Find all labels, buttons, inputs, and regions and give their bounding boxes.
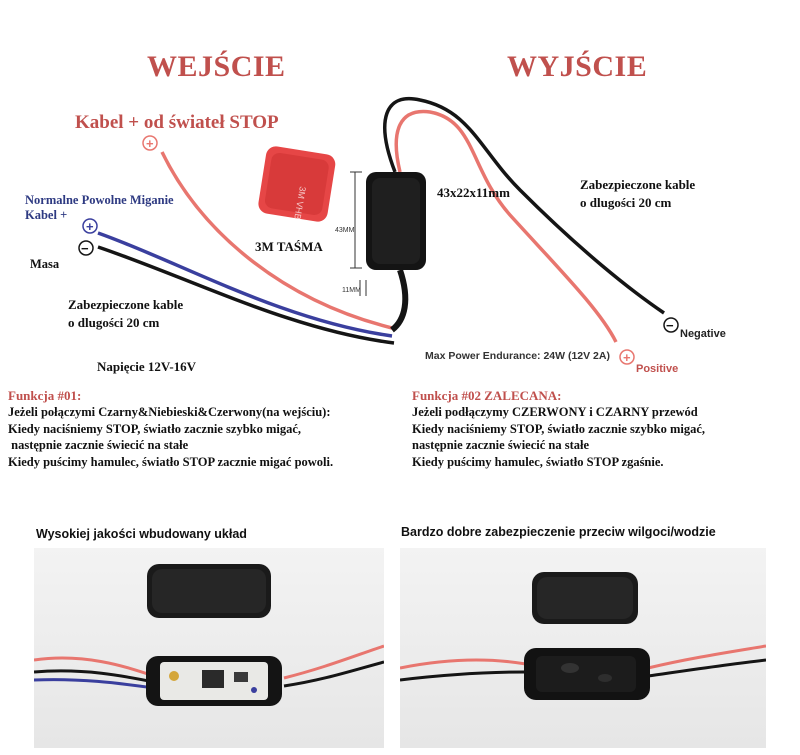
circuit-photo-illustration	[34, 564, 384, 706]
input-title: WEJŚCIE	[147, 50, 286, 83]
input-bundle	[390, 269, 409, 333]
function1-block: Funkcja #01: Jeżeli połączymi Czarny&Nie…	[8, 388, 333, 470]
left-photo-caption: Wysokiej jakości wbudowany układ	[36, 527, 247, 541]
max-power-label: Max Power Endurance: 24W (12V 2A)	[425, 350, 610, 362]
positive-plus-icon: +	[619, 349, 635, 365]
slow-blink-plus-icon: +	[82, 218, 98, 234]
input-secured-line2: o dlugości 20 cm	[68, 315, 160, 330]
negative-minus-icon: −	[663, 317, 679, 333]
right-photo-caption: Bardzo dobre zabezpieczenie przeciw wilg…	[401, 525, 716, 539]
stop-plus-icon: +	[142, 135, 158, 151]
slow-blink-line1: Normalne Powolne Miganie	[25, 193, 174, 207]
positive-label: Positive	[636, 363, 679, 375]
function2-line: następnie zacznie świecić na stałe	[412, 438, 590, 452]
tape-label: 3M TAŚMA	[255, 239, 323, 254]
svg-text:+: +	[86, 219, 94, 234]
output-red-wire	[394, 109, 618, 343]
height-dimension: 43MM	[335, 227, 355, 234]
function2-line: Jeżeli podłączymy CZERWONY i CZARNY prze…	[412, 405, 698, 419]
voltage-label: Napięcie 12V-16V	[97, 359, 197, 374]
input-black-wire	[97, 245, 395, 345]
input-red-wire	[160, 151, 393, 330]
svg-text:−: −	[666, 318, 674, 333]
svg-text:−: −	[81, 241, 89, 256]
slow-blink-label: Normalne Powolne Miganie Kabel +	[25, 193, 174, 223]
negative-label: Negative	[680, 328, 726, 340]
stop-cable-label: Kabel + od świateł STOP	[75, 112, 279, 133]
tape-pad	[258, 146, 336, 222]
output-secured-label: Zabezpieczone kable o dlugości 20 cm	[580, 176, 695, 212]
input-secured-label: Zabezpieczone kable o dlugości 20 cm	[68, 296, 183, 332]
function1-line: następnie zacznie świecić na stałe	[8, 438, 189, 452]
output-secured-line1: Zabezpieczone kable	[580, 177, 696, 192]
function2-line: Kiedy puścimy hamulec, światło STOP zgaś…	[412, 454, 664, 469]
wiring-diagram: 3M VHB 43MM 11MM + + − − +	[78, 96, 679, 365]
ground-label: Masa	[30, 257, 60, 271]
function1-title: Funkcja #01:	[8, 388, 82, 403]
waterproof-photo-illustration	[400, 572, 766, 700]
output-title: WYJŚCIE	[507, 50, 648, 83]
output-secured-line2: o dlugości 20 cm	[580, 195, 672, 210]
module-size-label: 43x22x11mm	[437, 185, 510, 200]
function1-line: Kiedy naciśniemy STOP, światło zacznie s…	[8, 421, 302, 436]
slow-blink-line2: Kabel +	[25, 208, 68, 222]
output-black-wire	[383, 96, 665, 315]
svg-text:+: +	[623, 350, 631, 365]
ground-minus-icon: −	[78, 240, 94, 256]
function1-line: Kiedy puścimy hamulec, światło STOP zacz…	[8, 454, 334, 469]
function2-block: Funkcja #02 ZALECANA: Jeżeli podłączymy …	[412, 388, 705, 470]
input-blue-wire	[97, 231, 393, 338]
circuit-photo	[34, 548, 384, 748]
waterproof-photo	[400, 548, 766, 748]
function2-line: Kiedy naciśniemy STOP, światło zacznie s…	[412, 421, 706, 436]
svg-text:+: +	[146, 136, 154, 151]
input-secured-line1: Zabezpieczone kable	[68, 297, 184, 312]
depth-dimension: 11MM	[342, 287, 361, 294]
function1-line: Jeżeli połączymi Czarny&Niebieski&Czerwo…	[8, 405, 331, 419]
function2-title: Funkcja #02 ZALECANA:	[412, 388, 562, 403]
